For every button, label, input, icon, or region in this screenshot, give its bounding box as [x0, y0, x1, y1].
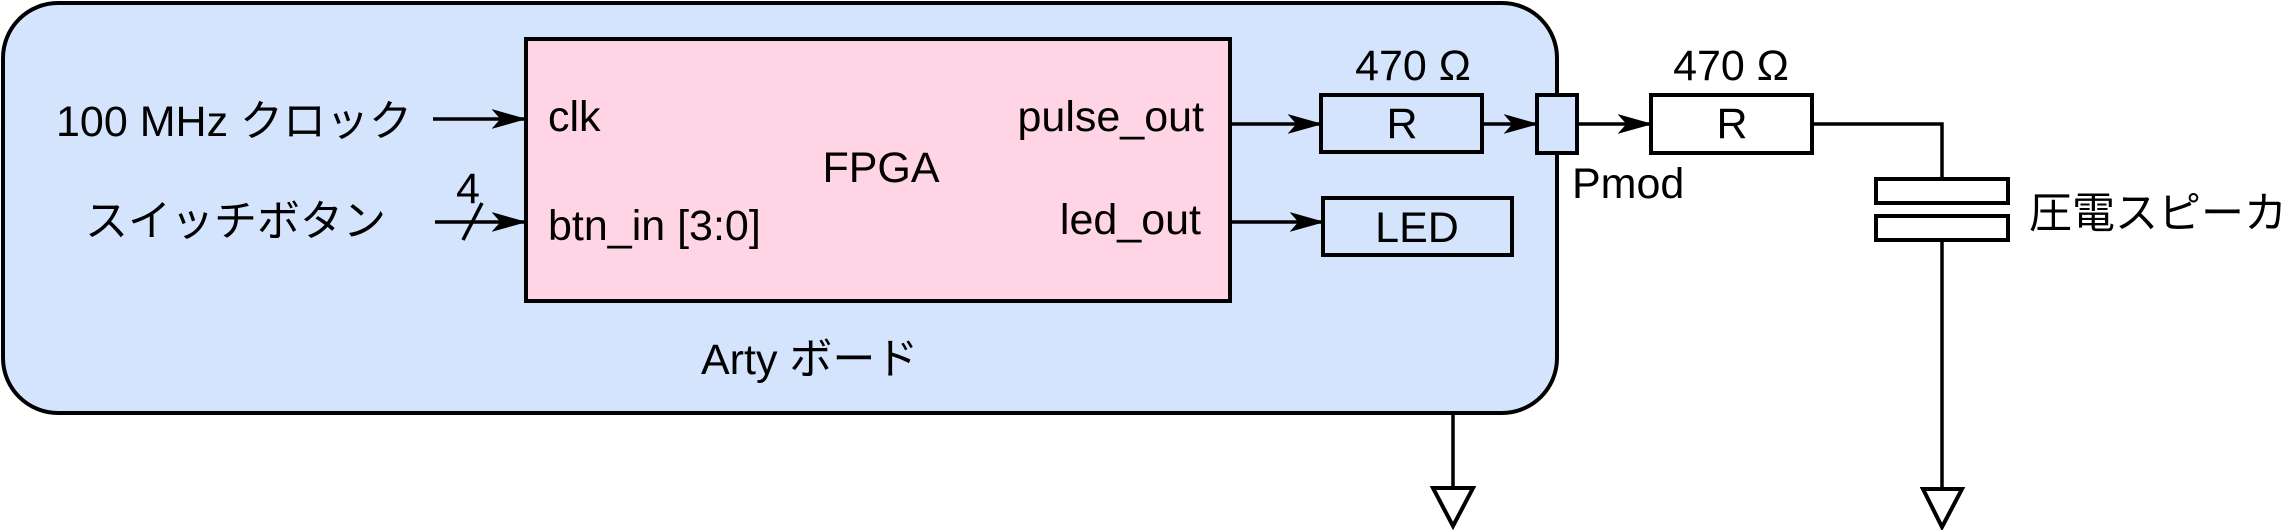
resistor-2-value: 470 Ω — [1673, 42, 1789, 90]
led-label: LED — [1375, 204, 1459, 252]
pmod-connector — [1535, 93, 1579, 155]
resistor-to-speaker-wire — [1812, 122, 1944, 179]
fpga-block — [524, 37, 1232, 303]
pmod-label: Pmod — [1572, 160, 1684, 208]
resistor-2 — [1649, 93, 1814, 155]
clock-input-label: 100 MHz クロック — [56, 98, 412, 146]
bus-slash-icon — [461, 202, 484, 241]
speaker-plate-top — [1874, 177, 2010, 205]
board-label: Arty ボード — [701, 336, 918, 384]
speaker-plate-bottom — [1874, 214, 2010, 242]
switch-input-label: スイッチボタン — [85, 198, 386, 246]
bus-width-label: 4 — [456, 165, 480, 213]
board-ground-icon — [1429, 486, 1477, 530]
led-block — [1321, 196, 1514, 257]
fpga-label: FPGA — [822, 144, 939, 192]
resistor-1-symbol: R — [1386, 100, 1417, 148]
port-btn-in-label: btn_in [3:0] — [548, 202, 761, 250]
speaker-ground-icon — [1919, 487, 1966, 530]
resistor-2-symbol: R — [1716, 100, 1747, 148]
speaker-label: 圧電スピーカ — [2029, 190, 2287, 238]
resistor-1-value: 470 Ω — [1355, 42, 1471, 90]
port-led-out-label: led_out — [1060, 196, 1201, 244]
port-clk-label: clk — [548, 93, 601, 141]
port-pulse-out-label: pulse_out — [1018, 93, 1205, 141]
